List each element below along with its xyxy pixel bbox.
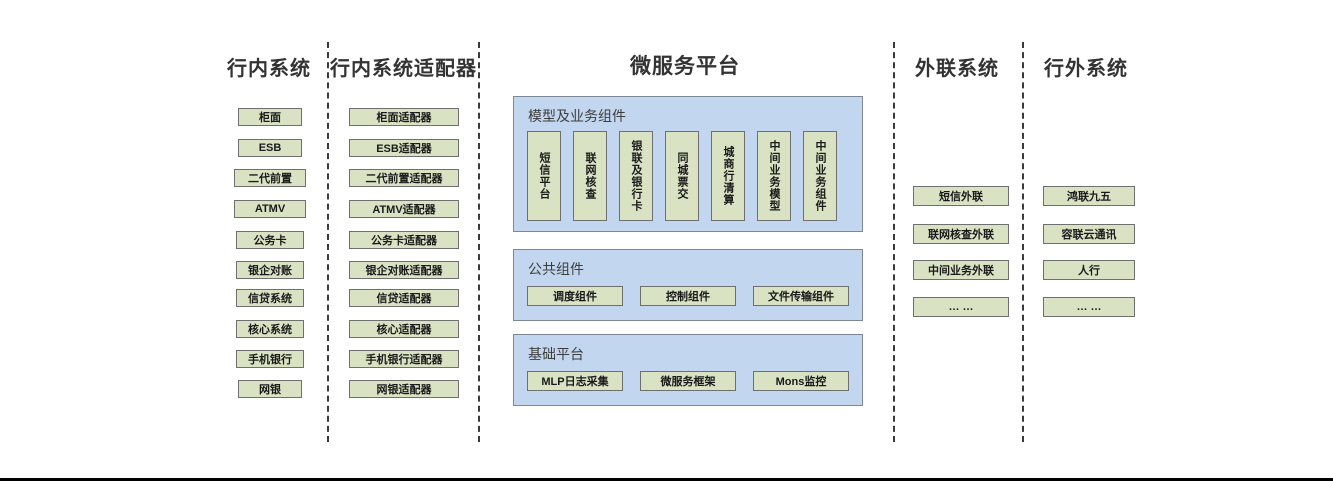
node-in-bank-5[interactable]: 银企对账 bbox=[236, 261, 304, 279]
node-outside-1[interactable]: 容联云通讯 bbox=[1043, 224, 1135, 244]
node-in-bank-6[interactable]: 信贷系统 bbox=[236, 289, 304, 307]
node-adapter-5[interactable]: 银企对账适配器 bbox=[349, 261, 459, 279]
node-adapter-6[interactable]: 信贷适配器 bbox=[349, 289, 459, 307]
node-adapter-7[interactable]: 核心适配器 bbox=[349, 320, 459, 338]
panel-common-components: 公共组件 bbox=[513, 249, 863, 321]
column-title-outside-bank: 行外系统 bbox=[1044, 58, 1128, 80]
node-common-2[interactable]: 文件传输组件 bbox=[753, 286, 849, 306]
node-outside-3[interactable]: … … bbox=[1043, 297, 1135, 317]
node-external-0[interactable]: 短信外联 bbox=[913, 186, 1009, 206]
node-adapter-9[interactable]: 网银适配器 bbox=[349, 380, 459, 398]
bottom-divider-rule bbox=[0, 478, 1333, 481]
node-model-1[interactable]: 联网核查 bbox=[573, 131, 607, 221]
node-outside-0[interactable]: 鸿联九五 bbox=[1043, 186, 1135, 206]
node-base-2[interactable]: Mons监控 bbox=[753, 371, 849, 391]
panel-title-model-business: 模型及业务组件 bbox=[528, 108, 626, 124]
column-title-in-bank: 行内系统 bbox=[227, 58, 311, 80]
node-adapter-8[interactable]: 手机银行适配器 bbox=[349, 350, 459, 368]
node-adapter-2[interactable]: 二代前置适配器 bbox=[349, 169, 459, 187]
node-common-0[interactable]: 调度组件 bbox=[527, 286, 623, 306]
node-in-bank-4[interactable]: 公务卡 bbox=[236, 231, 304, 249]
column-divider-2 bbox=[478, 42, 480, 442]
panel-title-base-platform: 基础平台 bbox=[528, 346, 584, 362]
column-divider-3 bbox=[893, 42, 895, 442]
node-adapter-3[interactable]: ATMV适配器 bbox=[349, 200, 459, 218]
node-model-0[interactable]: 短信平台 bbox=[527, 131, 561, 221]
column-title-external-link: 外联系统 bbox=[915, 58, 999, 80]
column-divider-1 bbox=[327, 42, 329, 442]
node-in-bank-8[interactable]: 手机银行 bbox=[236, 350, 304, 368]
node-in-bank-3[interactable]: ATMV bbox=[234, 200, 306, 218]
column-divider-4 bbox=[1022, 42, 1024, 442]
node-external-2[interactable]: 中间业务外联 bbox=[913, 260, 1009, 280]
node-model-3[interactable]: 同城票交 bbox=[665, 131, 699, 221]
node-base-1[interactable]: 微服务框架 bbox=[640, 371, 736, 391]
node-in-bank-7[interactable]: 核心系统 bbox=[236, 320, 304, 338]
panel-title-common-components: 公共组件 bbox=[528, 261, 584, 277]
column-title-microservice: 微服务平台 bbox=[630, 55, 740, 78]
node-model-4[interactable]: 城商行清算 bbox=[711, 131, 745, 221]
node-in-bank-0[interactable]: 柜面 bbox=[238, 108, 302, 126]
node-in-bank-2[interactable]: 二代前置 bbox=[234, 169, 306, 187]
node-adapter-1[interactable]: ESB适配器 bbox=[349, 139, 459, 157]
node-adapter-4[interactable]: 公务卡适配器 bbox=[349, 231, 459, 249]
node-base-0[interactable]: MLP日志采集 bbox=[527, 371, 623, 391]
panel-base-platform: 基础平台 bbox=[513, 334, 863, 406]
column-title-in-bank-adapter: 行内系统适配器 bbox=[330, 58, 477, 80]
node-common-1[interactable]: 控制组件 bbox=[640, 286, 736, 306]
node-outside-2[interactable]: 人行 bbox=[1043, 260, 1135, 280]
node-external-3[interactable]: … … bbox=[913, 297, 1009, 317]
node-model-5[interactable]: 中间业务模型 bbox=[757, 131, 791, 221]
node-adapter-0[interactable]: 柜面适配器 bbox=[349, 108, 459, 126]
node-in-bank-1[interactable]: ESB bbox=[238, 139, 302, 157]
node-model-6[interactable]: 中间业务组件 bbox=[803, 131, 837, 221]
node-in-bank-9[interactable]: 网银 bbox=[238, 380, 302, 398]
node-external-1[interactable]: 联网核查外联 bbox=[913, 224, 1009, 244]
node-model-2[interactable]: 银联及银行卡 bbox=[619, 131, 653, 221]
